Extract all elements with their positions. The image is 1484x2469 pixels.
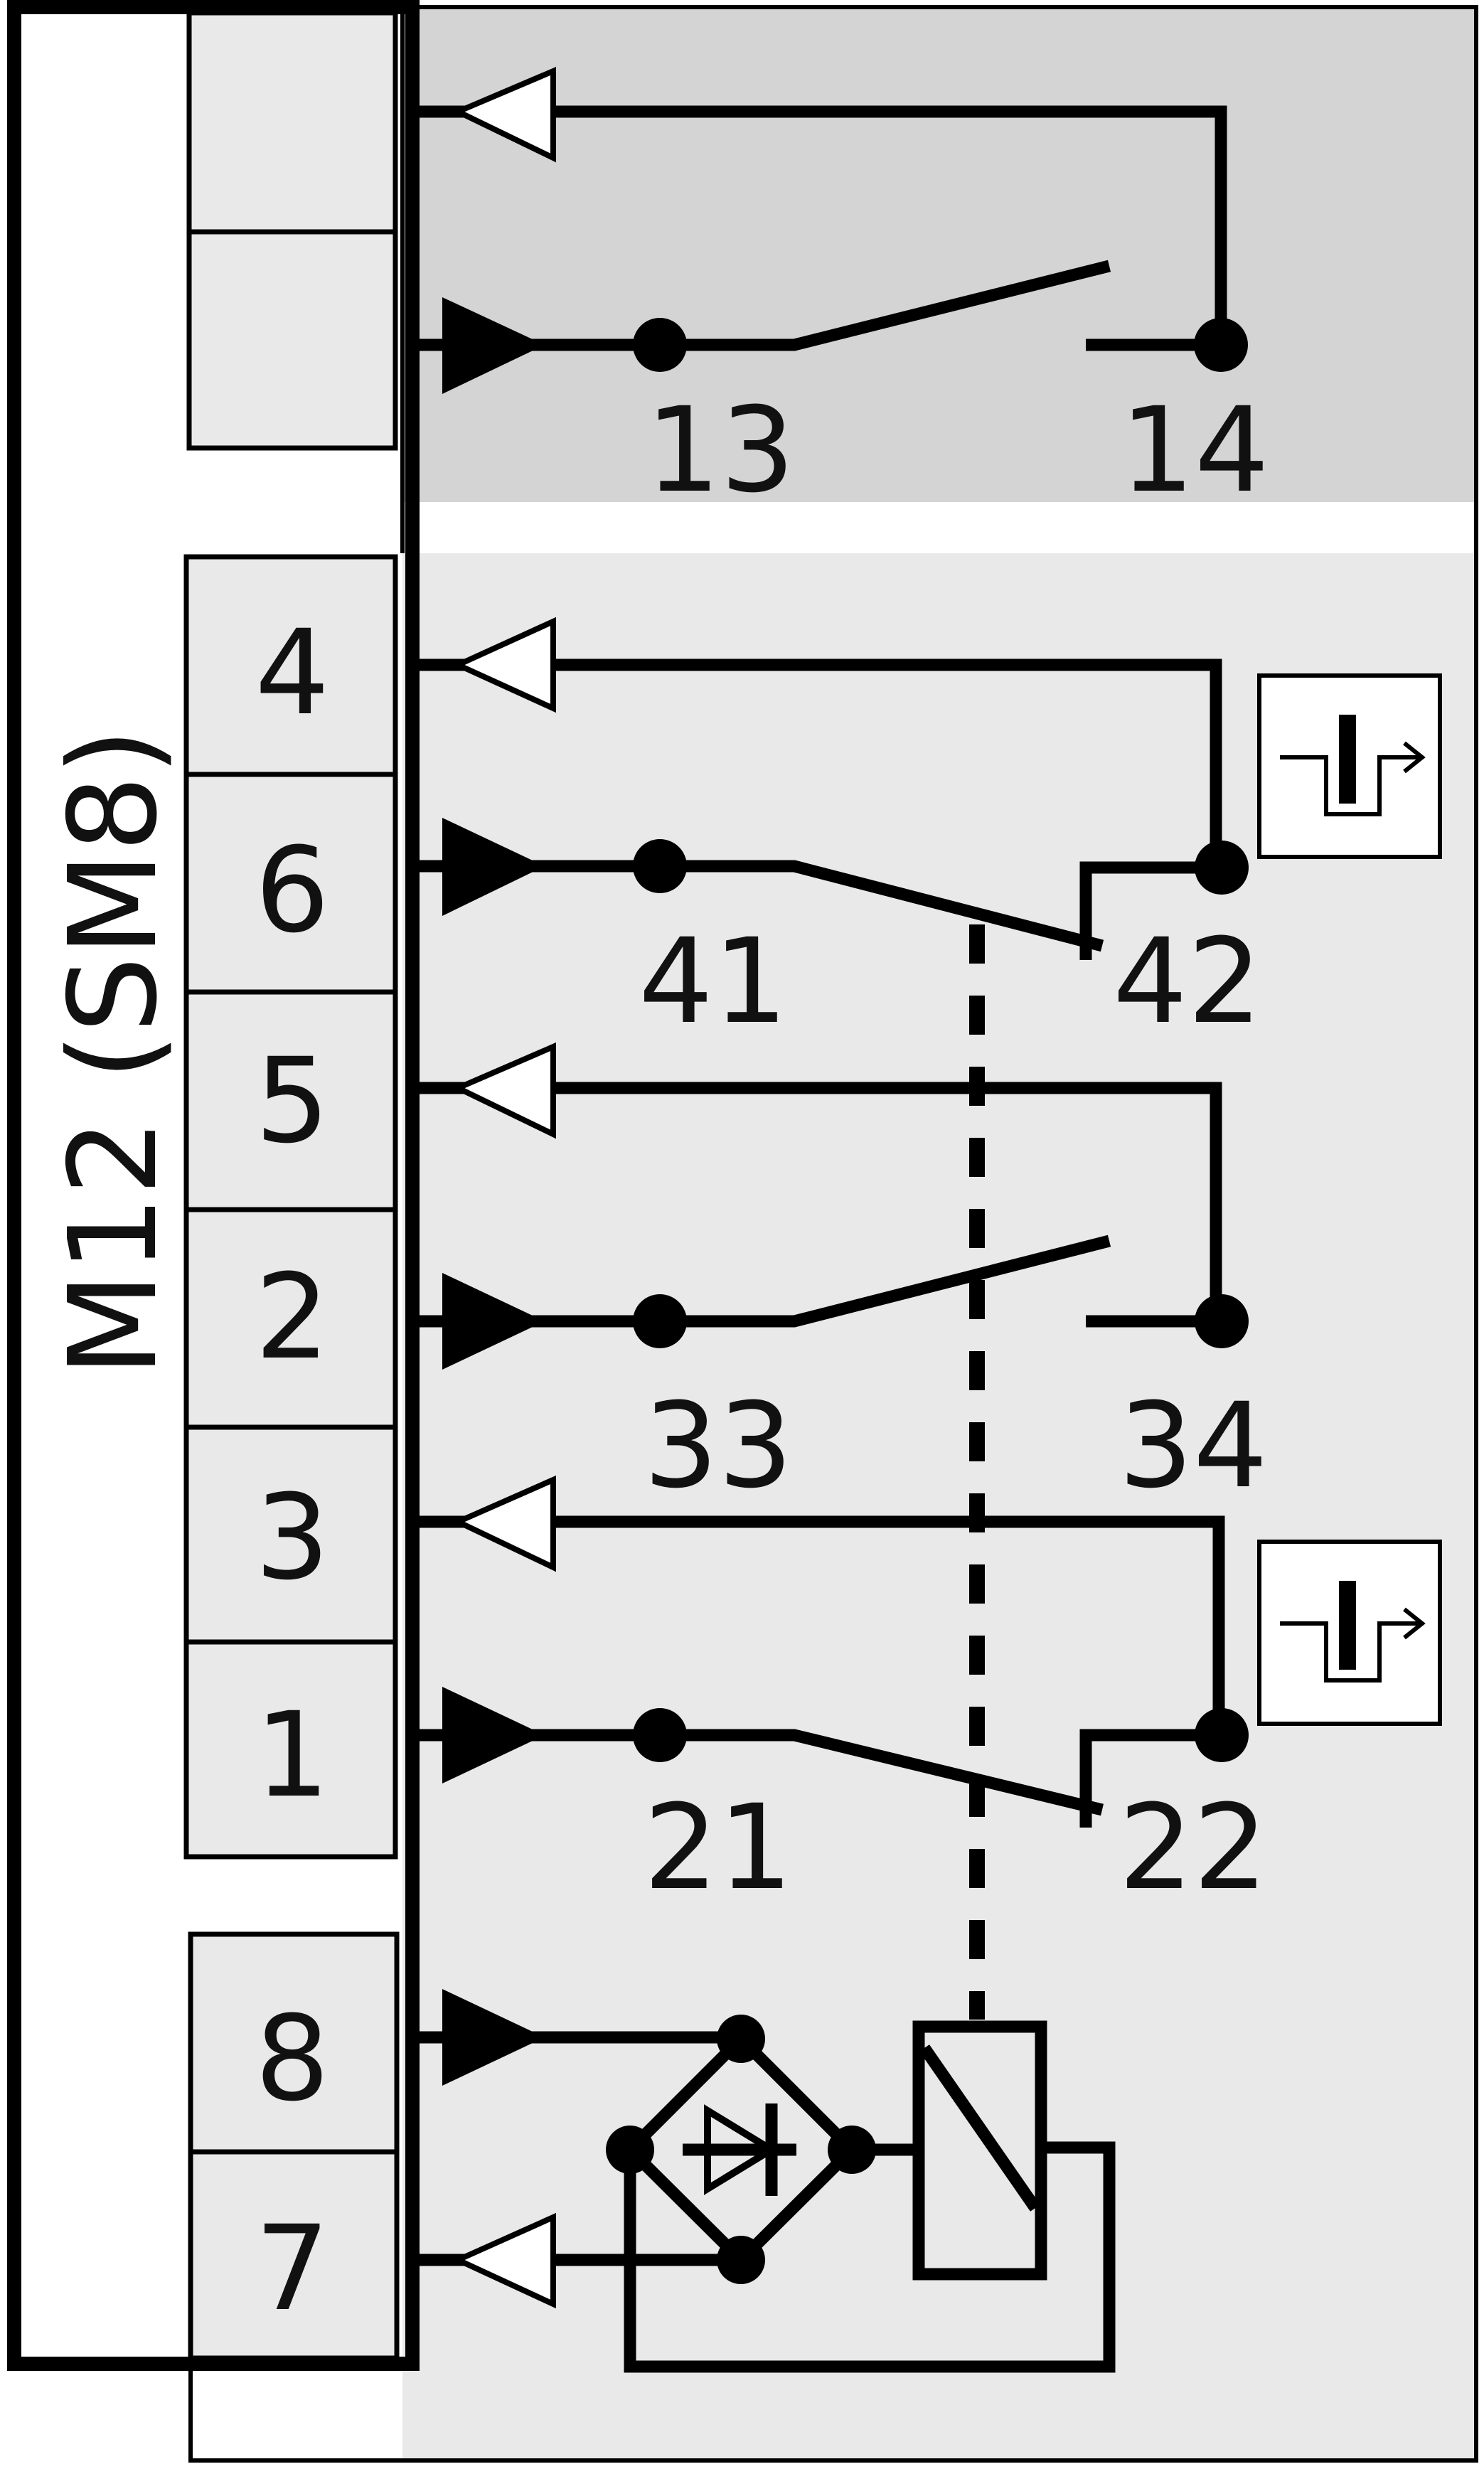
coil-loop-line bbox=[624, 2141, 1116, 2373]
terminal-label: 33 bbox=[644, 1377, 793, 1514]
pin-number: 7 bbox=[255, 2200, 330, 2337]
aux-contact-13-14: 13 14 bbox=[412, 66, 1269, 518]
pin-number: 6 bbox=[255, 822, 330, 959]
nc-contact-21-22: 21 22 bbox=[412, 1475, 1268, 1916]
pin-cell-8 bbox=[188, 1931, 400, 2155]
pin-cell-5 bbox=[183, 989, 398, 1212]
terminal-dot bbox=[1195, 841, 1249, 895]
filled-arrow-icon bbox=[442, 818, 545, 916]
open-arrow-icon bbox=[451, 1042, 556, 1139]
no-contact-33-34: 33 34 bbox=[412, 1042, 1268, 1514]
nc-contact-blade bbox=[661, 1729, 1104, 1816]
pin-number: 1 bbox=[255, 1687, 330, 1823]
open-arrow-icon bbox=[451, 66, 556, 163]
enclosure-outline bbox=[188, 5, 1478, 2463]
terminal-dot bbox=[1195, 1708, 1249, 1762]
terminal-label: 41 bbox=[639, 913, 788, 1050]
terminal-label: 14 bbox=[1120, 382, 1269, 518]
aux-contact-panel bbox=[402, 7, 1476, 502]
terminal-dot bbox=[633, 318, 687, 372]
terminal-label: 42 bbox=[1113, 913, 1262, 1050]
pin-cell-1 bbox=[183, 1639, 398, 1860]
nc-contact-seat bbox=[1079, 1729, 1219, 1828]
pin-number: 4 bbox=[255, 604, 330, 741]
pin-number: 3 bbox=[255, 1469, 330, 1606]
nc-contact-blade bbox=[661, 860, 1104, 952]
terminal-dot bbox=[633, 1294, 687, 1348]
filled-arrow-icon bbox=[442, 297, 545, 394]
pin-column: 4 6 5 2 3 1 8 7 bbox=[183, 554, 400, 2361]
nc-contact-41-42: 41 42 bbox=[412, 617, 1262, 1050]
coil-circuit bbox=[412, 1989, 1116, 2373]
terminal-dot bbox=[633, 1708, 687, 1762]
relay-coil-icon bbox=[912, 2020, 1047, 2281]
pin-cell-2 bbox=[183, 1207, 398, 1430]
positive-opening-icon bbox=[1257, 673, 1442, 859]
filled-arrow-icon bbox=[442, 1687, 545, 1783]
filled-arrow-icon bbox=[442, 1273, 545, 1370]
pin-cell-3 bbox=[183, 1424, 398, 1645]
aux-pin-cell-bottom bbox=[186, 229, 398, 451]
aux-contact-blade bbox=[661, 260, 1111, 351]
terminal-label: 13 bbox=[646, 382, 795, 518]
nc-contact-seat bbox=[1079, 861, 1216, 960]
pin-cell-4 bbox=[183, 554, 398, 777]
terminal-dot bbox=[633, 839, 687, 893]
positive-opening-icon bbox=[1257, 1540, 1442, 1726]
connector-frame bbox=[7, 0, 420, 2371]
pin-cell-7 bbox=[188, 2149, 400, 2361]
filled-arrow-icon bbox=[442, 1989, 545, 2086]
pin-number: 8 bbox=[255, 1990, 330, 2127]
terminal-label: 34 bbox=[1119, 1377, 1268, 1514]
aux-pin-cell-top bbox=[186, 10, 398, 235]
terminal-label: 21 bbox=[644, 1779, 793, 1916]
open-arrow-icon bbox=[451, 1475, 556, 1572]
pin-number: 2 bbox=[255, 1249, 330, 1385]
open-arrow-icon bbox=[451, 2212, 556, 2309]
terminal-dot bbox=[1195, 1294, 1249, 1348]
diode-bridge-icon bbox=[606, 2015, 876, 2284]
terminal-dot bbox=[1194, 318, 1248, 372]
no-contact-blade bbox=[661, 1234, 1111, 1328]
pin-number: 5 bbox=[255, 1033, 330, 1169]
terminal-label: 22 bbox=[1119, 1779, 1268, 1916]
connector-label: M12 (SM8) bbox=[43, 728, 184, 1377]
open-arrow-icon bbox=[451, 617, 556, 713]
